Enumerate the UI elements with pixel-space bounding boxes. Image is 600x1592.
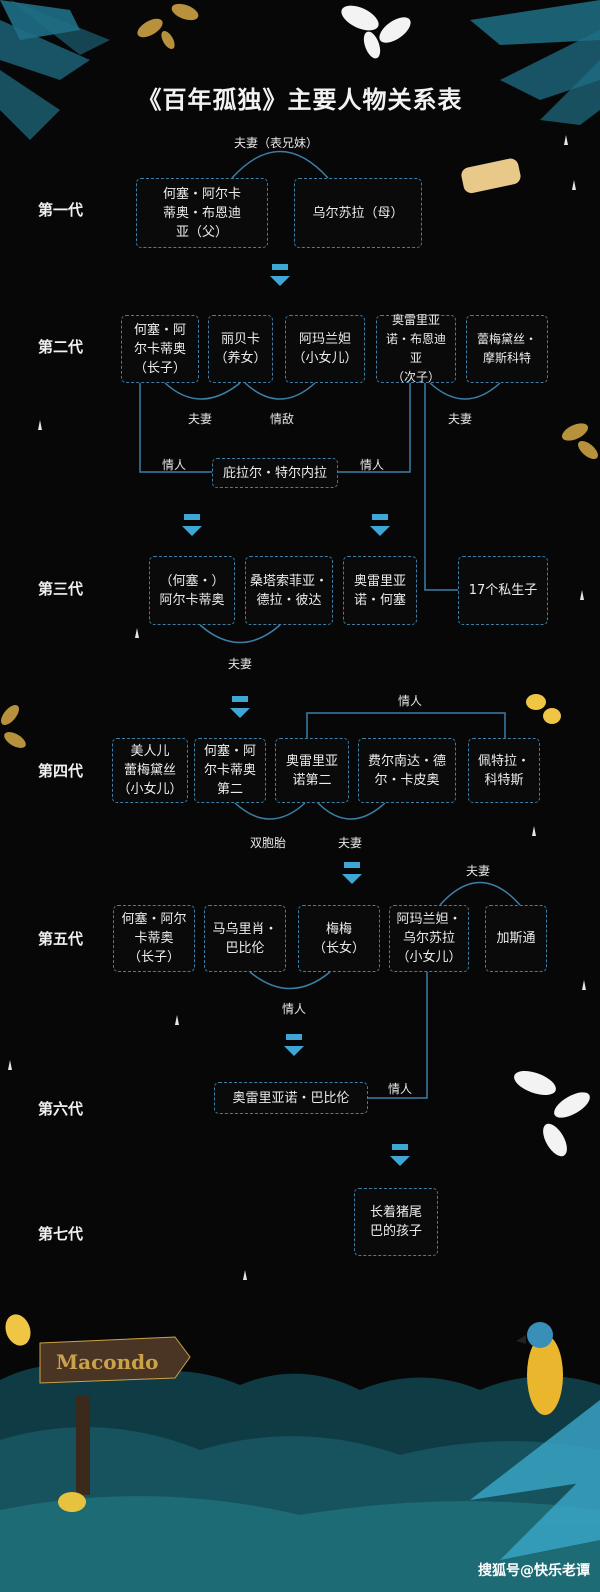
person-g7-child: 长着猪尾 巴的孩子 [354,1188,438,1256]
person-g5-mauricio: 马乌里肖・ 巴比伦 [204,905,286,972]
generation-7-label: 第七代 [38,1225,84,1243]
relation-g4-spouse: 夫妻 [338,836,363,850]
person-g5-meme: 梅梅 （长女） [298,905,380,972]
generation-5-label: 第五代 [38,930,84,948]
macondo-sign-text: Macondo [56,1350,159,1374]
generation-arrow-icons [182,264,410,1166]
raindrop-icons [8,135,586,1280]
person-g2-remedios: 蕾梅黛丝・ 摩斯科特 [466,315,548,383]
person-g4-aureliano: 奥雷里亚 诺第二 [275,738,349,803]
palm-leaf-top-right-icon [470,0,600,125]
relation-g5-spouse: 夫妻 [466,864,491,878]
generation-1-label: 第一代 [38,201,84,219]
white-leaf-right-icon [514,1070,590,1157]
palm-leaf-top-left-icon [0,0,110,140]
macondo-sign-icon [39,1336,191,1495]
person-g4-fernanda: 费尔南达・德 尔・卡皮奥 [358,738,456,803]
person-g5-amaranta: 阿玛兰妲・ 乌尔苏拉 （小女儿） [389,905,469,972]
person-g5-jose: 何塞・阿尔 卡蒂奥 （长子） [113,905,195,972]
person-g3-aureliano: 奥雷里亚 诺・何塞 [343,556,417,625]
chart-title: 《百年孤独》主要人物关系表 [137,85,463,114]
relation-lines [139,150,521,1099]
person-g2-rebeca: 丽贝卡 （养女） [208,315,273,383]
white-leaf-top-icon [341,5,411,59]
relation-g5-lover: 情人 [282,1002,307,1016]
watermark: 搜狐号@快乐老谭 [478,1563,590,1579]
person-g2-pilar: 庇拉尔・特尔内拉 [212,458,338,488]
person-g2-jose: 何塞・阿 尔卡蒂奥 （长子） [121,315,199,383]
generation-4-label: 第四代 [38,762,84,780]
gold-leaf-left-icon [1,705,26,748]
person-g1-jose: 何塞・阿尔卡 蒂奥・布恩迪 亚（父） [136,178,268,248]
person-g4-remedios: 美人儿 蕾梅黛丝 （小女儿） [112,738,188,803]
generation-6-label: 第六代 [38,1100,84,1118]
relation-g3-spouse: 夫妻 [228,657,253,671]
person-g2-amaranta: 阿玛兰妲 （小女儿） [285,315,365,383]
parrot-icon [516,1322,563,1415]
person-g4-petra: 佩特拉・ 科特斯 [468,738,540,803]
relation-g4-lover: 情人 [398,694,423,708]
scroll-icon [461,158,521,194]
palm-leaf-bottom-right-icon [470,1400,600,1560]
gold-leaf-top-icon [137,3,199,50]
person-g4-jose: 何塞・阿 尔卡蒂奥 第二 [194,738,266,803]
relation-g2-lover2: 情人 [360,458,385,472]
generation-3-label: 第三代 [38,580,84,598]
person-g5-gaston: 加斯通 [485,905,547,972]
frog-icon [58,1492,86,1512]
relation-g2-lover1: 情人 [162,458,187,472]
jungle-foliage-bottom [0,1365,600,1592]
relation-g1-spouse: 夫妻（表兄妹） [234,136,319,150]
relation-g4-twins: 双胞胎 [250,836,287,850]
generation-2-label: 第二代 [38,338,84,356]
relation-g6-lover: 情人 [388,1082,413,1096]
person-g1-ursula: 乌尔苏拉（母） [294,178,422,248]
yellow-butterfly-icon [5,1314,31,1346]
person-g3-santa: 桑塔索菲亚・ 德拉・彼达 [245,556,333,625]
person-g6-aureliano: 奥雷里亚诺・巴比伦 [214,1082,368,1114]
person-g3-17sons: 17个私生子 [458,556,548,625]
person-g3-arcadio: （何塞・） 阿尔卡蒂奥 [149,556,235,625]
relation-g2-spouse2: 夫妻 [448,412,473,426]
person-g2-aureliano: 奥雷里亚 诺・布恩迪亚 （次子） [376,313,456,384]
butterfly-icon [526,694,561,724]
gold-leaf-right-icon [561,423,598,459]
relation-g2-spouse1: 夫妻 [188,412,213,426]
relation-g2-rival: 情敌 [270,412,295,426]
